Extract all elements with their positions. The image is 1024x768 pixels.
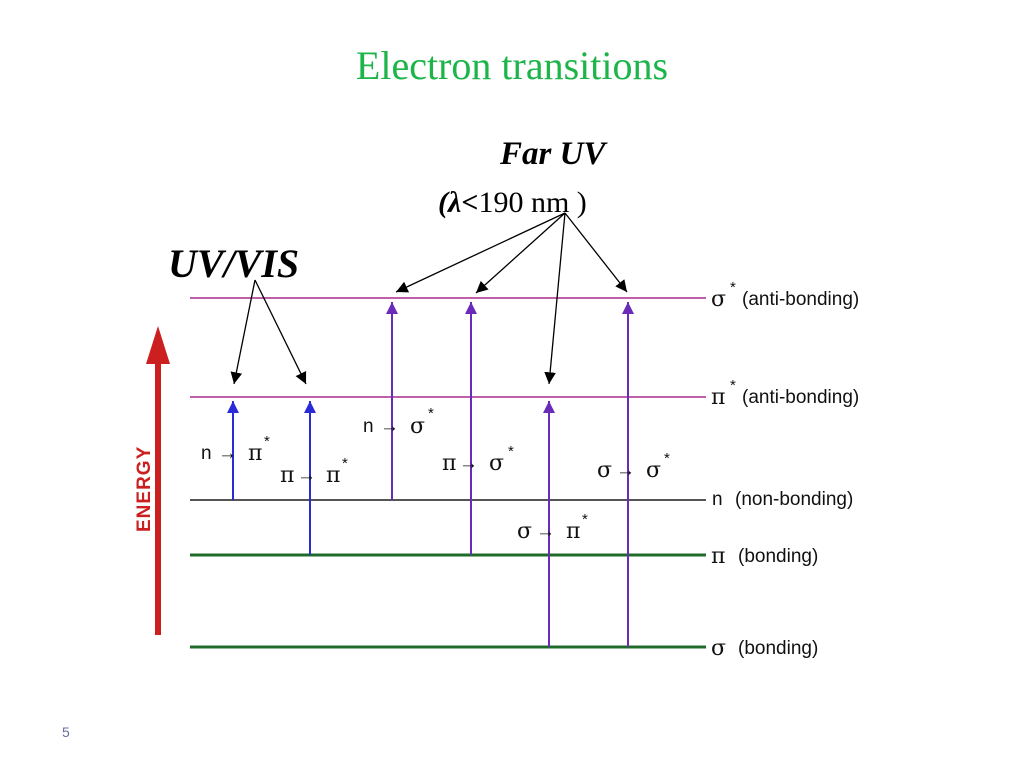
uvvis-pointer-right: [254, 279, 307, 385]
transition-from: π: [442, 451, 456, 476]
transition-sup: *: [508, 443, 514, 460]
energy-axis-label: ENERGY: [134, 446, 155, 532]
transition-from: n: [201, 443, 212, 464]
transition-from: σ: [517, 519, 532, 544]
transition-to: π: [248, 441, 262, 466]
uvvis-pointer-left: [230, 279, 256, 385]
transition-n-to-sigma-star: n → σ *: [363, 405, 434, 439]
transition-arrow: →: [380, 416, 399, 437]
transition-from: n: [363, 416, 374, 437]
pi-symbol: π: [711, 544, 725, 569]
less-than-sign: <: [461, 186, 479, 219]
transition-arrow: →: [536, 521, 555, 542]
transition-from: π: [280, 463, 294, 488]
n-level-label: n (non-bonding): [712, 489, 853, 510]
lambda-symbol: λ: [448, 186, 462, 219]
faruv-pointer-2: [475, 212, 566, 294]
transition-sup: *: [582, 511, 588, 528]
sigma-level-label: σ (bonding): [711, 636, 818, 661]
sigma-symbol: σ: [711, 636, 726, 661]
pi-star-level-label: π * (anti-bonding): [711, 377, 859, 410]
n-text: (non-bonding): [735, 489, 853, 510]
uv-vis-label: UV/VIS: [168, 241, 300, 286]
pi-text: (bonding): [738, 546, 818, 567]
faruv-pointer-1: [395, 212, 566, 293]
pi-level-label: π (bonding): [711, 544, 818, 569]
transition-sup: *: [342, 455, 348, 472]
transition-sigma-to-sigma-star: σ → σ *: [597, 450, 670, 483]
pi-star-symbol: π: [711, 385, 725, 410]
transition-n-to-pi-star: n → π *: [201, 433, 270, 466]
transition-to: π: [326, 463, 340, 488]
faruv-pointer-3: [544, 212, 566, 385]
range-value: 190 nm ): [478, 186, 587, 219]
transition-sup: *: [264, 433, 270, 450]
transition-to: σ: [410, 414, 425, 439]
transition-pi-to-sigma-star: π → σ *: [442, 443, 514, 476]
transition-arrow: →: [297, 465, 316, 486]
range-open-paren: (: [438, 186, 448, 219]
transition-sup: *: [428, 405, 434, 422]
energy-axis-arrowhead: [146, 326, 170, 364]
pi-star-sup: *: [730, 377, 736, 394]
transition-sup: *: [664, 450, 670, 467]
transition-arrow: →: [218, 443, 237, 464]
n-symbol: n: [712, 489, 723, 510]
sigma-star-text: (anti-bonding): [742, 289, 859, 310]
pi-star-text: (anti-bonding): [742, 387, 859, 408]
far-uv-range: (λ<190 nm ): [438, 186, 587, 220]
transition-sigma-to-pi-star: σ → π *: [517, 511, 588, 544]
page-number: 5: [62, 724, 70, 740]
transition-arrow: →: [459, 453, 478, 474]
far-uv-label: Far UV: [500, 136, 606, 172]
faruv-pointer-4: [564, 212, 628, 293]
sigma-star-symbol: σ: [711, 287, 726, 312]
transition-to: σ: [489, 451, 504, 476]
transition-to: π: [566, 519, 580, 544]
sigma-star-level-label: σ * (anti-bonding): [711, 279, 859, 312]
transition-from: σ: [597, 458, 612, 483]
sigma-text: (bonding): [738, 638, 818, 659]
transition-arrow: →: [616, 460, 635, 481]
transition-to: σ: [646, 458, 661, 483]
transition-pi-to-pi-star: π → π *: [280, 455, 348, 488]
slide-title: Electron transitions: [355, 43, 669, 88]
sigma-star-sup: *: [730, 279, 736, 296]
